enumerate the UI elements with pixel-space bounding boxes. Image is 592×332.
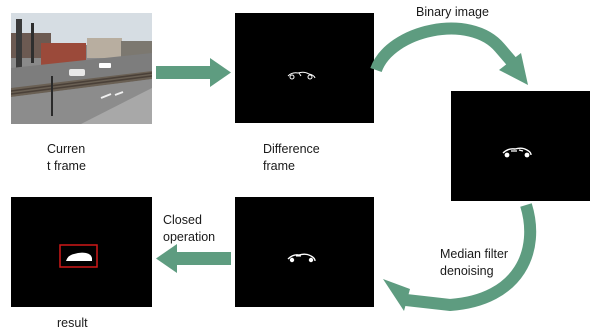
vehicle-blob [66, 252, 92, 261]
difference-blob [287, 71, 316, 80]
label-closed-operation: Closed operation [163, 213, 216, 244]
result-image [11, 197, 152, 307]
arrow-difference-to-binary [370, 22, 528, 85]
arrow-current-to-difference [156, 58, 231, 87]
label-result: result [57, 316, 88, 330]
result-detection [59, 244, 98, 268]
binary-blob [502, 147, 532, 158]
arrow-binary-to-median [383, 203, 537, 312]
current-frame-image [11, 13, 152, 124]
label-difference-frame: Difference frame [263, 142, 320, 173]
bounding-box [59, 244, 98, 268]
median-filtered-image [235, 197, 374, 307]
label-median-filter: Median filter denoising [440, 247, 509, 278]
label-current-frame: Curren t frame [47, 142, 86, 173]
median-blob [287, 253, 316, 263]
difference-frame-image [235, 13, 374, 123]
arrow-median-to-result [156, 244, 231, 273]
street-scene-photo [11, 13, 152, 124]
label-binary-image: Binary image [416, 5, 489, 19]
binary-image [451, 91, 590, 201]
